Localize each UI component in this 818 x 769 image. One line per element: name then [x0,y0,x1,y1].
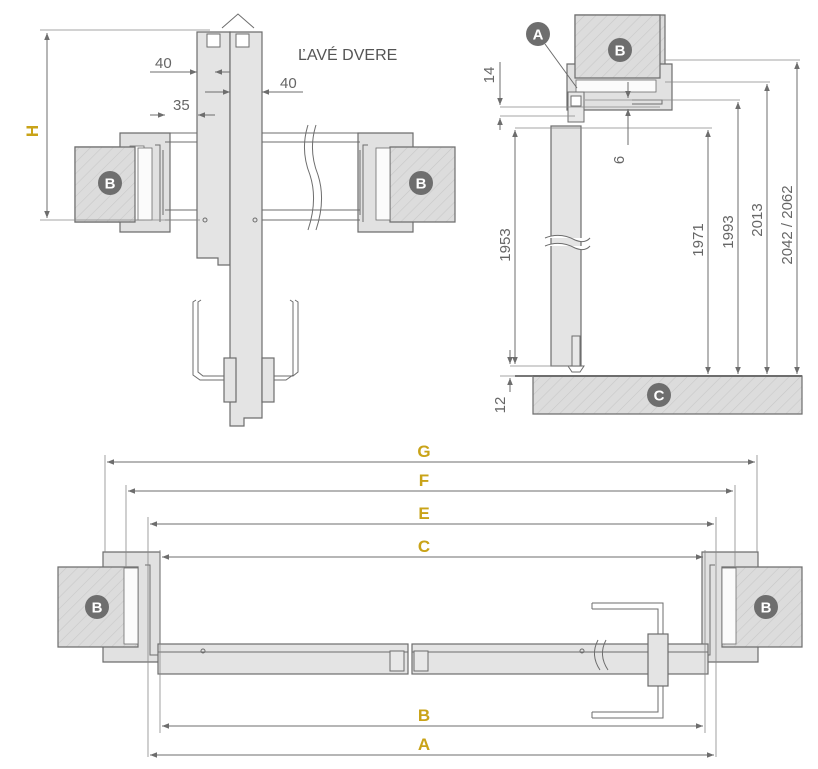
dim-label-h: H [23,125,42,137]
dim-40-left: 40 [155,55,172,72]
badge-b-right: B [409,171,433,195]
dim-label-a: A [418,735,430,754]
dim-label-e: E [418,504,429,523]
svg-text:A: A [533,27,544,44]
dim-label-c: C [418,537,430,556]
badge-b-bottom-left: B [85,595,109,619]
dim-label-g: G [417,442,430,461]
dim-1971: 1971 [690,223,707,256]
dim-1953: 1953 [497,228,514,261]
dim-label-f: F [419,471,429,490]
svg-text:B: B [416,176,427,193]
dim-label-b: B [418,706,430,725]
svg-text:C: C [654,388,665,405]
svg-text:B: B [761,600,772,617]
plan-view-widths: G F E C B A B B [57,442,803,758]
view-title: ĽAVÉ DVERE [298,45,397,64]
dim-40-right: 40 [280,75,297,92]
badge-b-left: B [98,171,122,195]
dim-14: 14 [481,67,498,84]
badge-b-bottom-right: B [754,595,778,619]
svg-text:B: B [615,43,626,60]
svg-text:B: B [92,600,103,617]
dim-2013: 2013 [749,203,766,236]
badge-a: A [526,22,550,46]
dim-6: 6 [611,156,628,164]
badge-c: C [647,383,671,407]
vertical-section-view: 1953 14 6 12 1971 1993 2013 2042 / 2062 … [481,14,803,415]
dim-1993: 1993 [720,215,737,248]
dim-12: 12 [492,397,509,414]
svg-text:B: B [105,176,116,193]
left-door-section-view: ĽAVÉ DVERE [23,13,456,427]
dim-35: 35 [173,97,190,114]
door-handle-top-view [192,299,299,403]
dim-2042-2062: 2042 / 2062 [779,185,796,264]
badge-b-top: B [608,38,632,62]
wall-right [357,132,456,233]
wall-left [74,132,171,233]
